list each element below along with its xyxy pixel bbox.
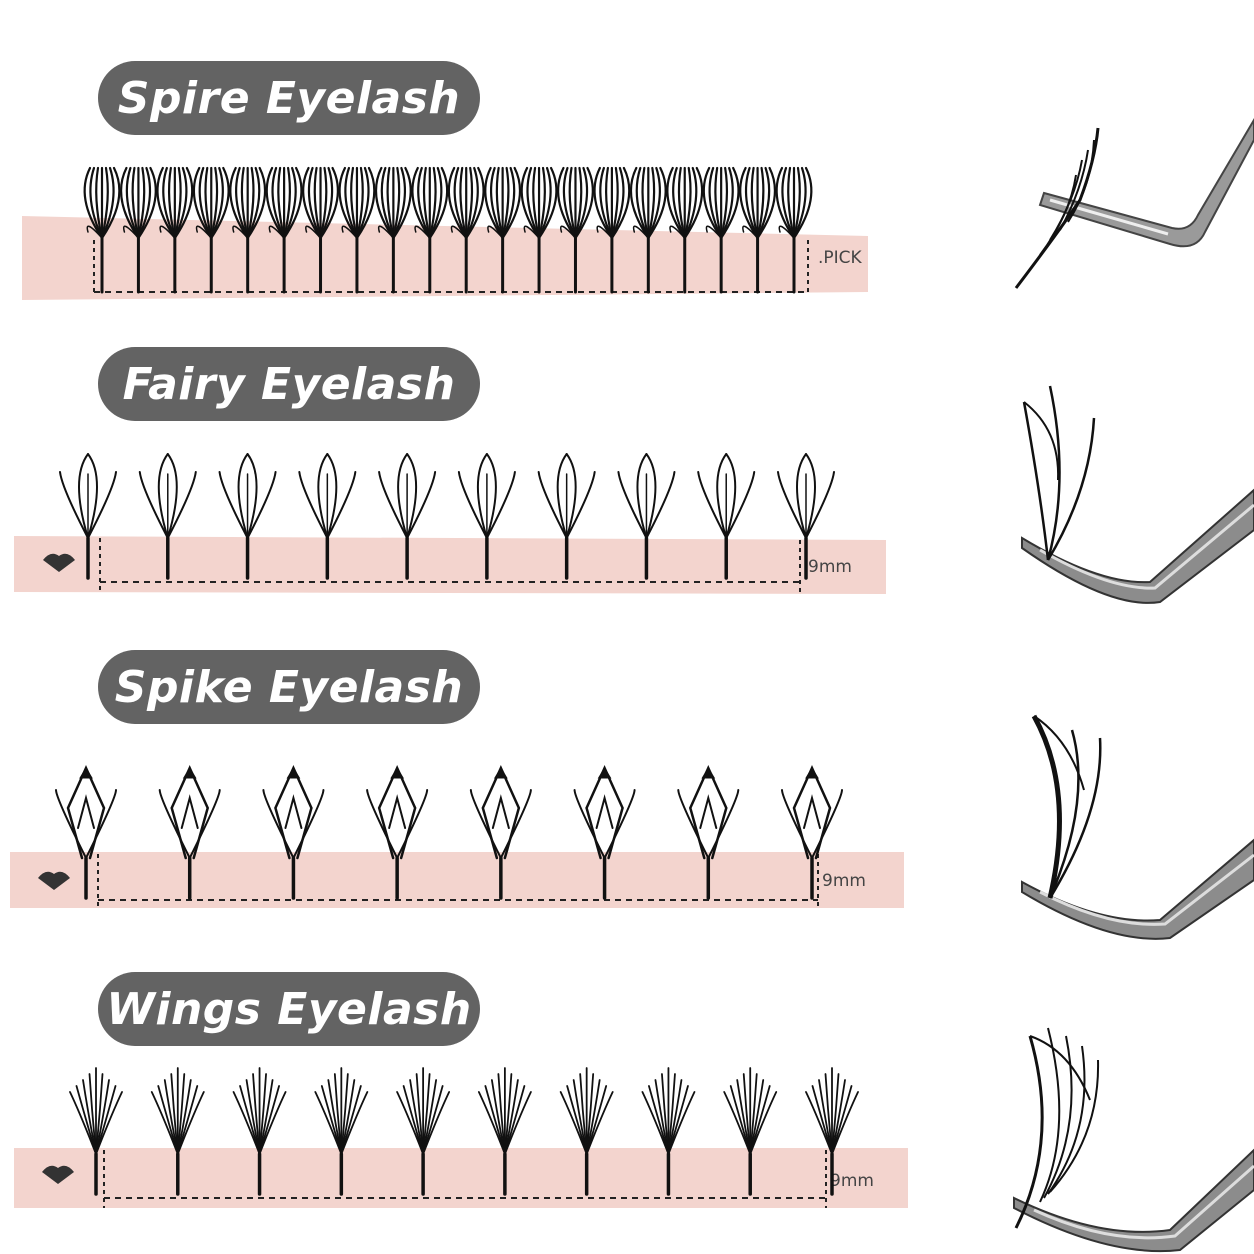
fairy-strip-label: 9mm	[808, 557, 852, 577]
fairy-lash-cluster	[138, 453, 197, 580]
wings-lash-cluster	[477, 1067, 532, 1196]
wings-lash-cluster	[396, 1067, 451, 1196]
fairy-lash-cluster	[378, 453, 437, 580]
spire-lash-cluster	[83, 166, 121, 294]
spike-strip-label: 9mm	[822, 871, 866, 891]
spire-lash-cluster	[447, 166, 485, 294]
fairy-lash-cluster	[59, 453, 117, 580]
spike-tweezer-demo	[1021, 714, 1254, 940]
wings-tweezer-demo	[1013, 1027, 1254, 1253]
fairy-lash-cluster	[537, 453, 596, 580]
spike-lash-cluster	[158, 764, 221, 900]
spire-lash-cluster	[484, 166, 522, 294]
spire-lash-cluster	[192, 166, 230, 294]
spike-strip: 9mm	[10, 852, 904, 908]
spire-lash-cluster	[629, 166, 667, 294]
spire-lash-cluster	[374, 166, 412, 294]
spire-illustration: .PICK	[22, 118, 1254, 300]
spike-lash-row	[55, 764, 843, 900]
spike-lash-cluster	[55, 764, 117, 900]
spike-lash-cluster	[573, 764, 636, 900]
spike-lash-cluster	[469, 764, 532, 900]
fairy-strip: 9mm	[14, 536, 886, 594]
fairy-lash-cluster	[218, 453, 277, 580]
spire-lash-cluster	[593, 166, 631, 294]
spike-lash-cluster	[781, 764, 843, 900]
spire-lash-cluster	[119, 166, 157, 294]
fairy-tweezer-demo	[1021, 385, 1254, 604]
spire-lash-cluster	[702, 166, 740, 294]
spike-section: Spike Eyelash 9mm	[0, 620, 1254, 940]
fairy-title-pill: Fairy Eyelash	[98, 347, 480, 421]
spire-lash-cluster	[520, 166, 558, 294]
spire-lash-cluster	[557, 166, 594, 294]
wings-lash-cluster	[559, 1067, 614, 1196]
wings-title-pill: Wings Eyelash	[98, 972, 480, 1046]
spire-strip: .PICK	[22, 216, 868, 300]
wings-strip-label: 9mm	[830, 1171, 874, 1191]
fairy-section: Fairy Eyelash 9mm	[0, 320, 1254, 620]
wings-lash-cluster	[805, 1067, 859, 1196]
fairy-lash-cluster	[298, 453, 357, 580]
spike-lash-cluster	[262, 764, 325, 900]
spire-title-pill: Spire Eyelash	[98, 61, 480, 135]
spike-illustration: 9mm	[10, 714, 1254, 940]
spire-lash-cluster	[229, 166, 267, 294]
spike-lash-cluster	[366, 764, 429, 900]
spike-title-pill: Spike Eyelash	[98, 650, 480, 724]
fairy-lash-row	[59, 453, 835, 580]
spire-lash-cluster	[265, 166, 303, 294]
wings-lash-cluster	[232, 1067, 287, 1196]
wings-lash-row	[69, 1067, 859, 1196]
wings-lash-cluster	[723, 1067, 778, 1196]
spire-lash-cluster	[739, 166, 777, 294]
wings-illustration: 9mm	[14, 1027, 1254, 1253]
wings-lash-cluster	[314, 1067, 369, 1196]
spire-section: Spire Eyelash .PICK	[0, 0, 1254, 320]
fairy-lash-cluster	[617, 453, 676, 580]
spire-lash-cluster	[302, 166, 339, 294]
spire-strip-label: .PICK	[818, 248, 863, 268]
wings-lash-cluster	[150, 1067, 205, 1196]
spire-lash-cluster	[775, 166, 813, 294]
spire-lash-row	[83, 166, 813, 294]
fairy-illustration: 9mm	[14, 385, 1254, 604]
fairy-lash-cluster	[697, 453, 756, 580]
wings-section: Wings Eyelash 9mm	[0, 940, 1254, 1254]
fairy-lash-cluster	[777, 453, 835, 580]
spire-tweezer-demo	[1014, 118, 1254, 289]
fairy-lash-cluster	[457, 453, 516, 580]
wings-strip: 9mm	[14, 1148, 908, 1208]
wings-lash-cluster	[69, 1067, 123, 1196]
spire-lash-cluster	[156, 166, 194, 294]
spire-lash-cluster	[338, 166, 376, 294]
spike-lash-cluster	[677, 764, 740, 900]
spire-lash-cluster	[411, 166, 449, 294]
wings-lash-cluster	[641, 1067, 696, 1196]
spire-lash-cluster	[666, 166, 704, 294]
